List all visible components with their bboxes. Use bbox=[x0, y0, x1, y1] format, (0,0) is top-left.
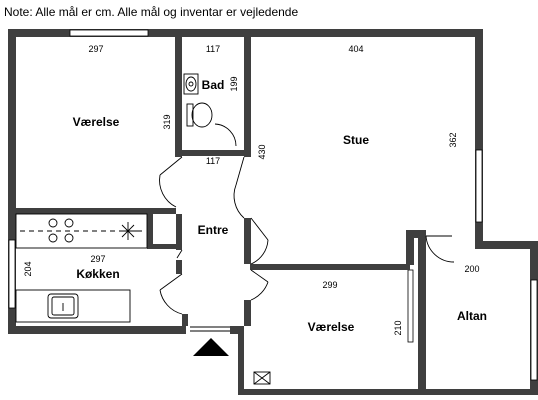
windows bbox=[8, 29, 538, 381]
plan-note: Note: Alle mål er cm. Alle mål og invent… bbox=[4, 5, 299, 19]
dim-stue-height-left: 430 bbox=[257, 144, 267, 159]
dim-vaerelse-1-height: 319 bbox=[162, 114, 172, 129]
dim-bad-height: 199 bbox=[229, 76, 239, 91]
room-label-vaerelse-1: Værelse bbox=[73, 115, 120, 129]
dim-stue-height-right: 362 bbox=[448, 132, 458, 147]
doors bbox=[159, 156, 455, 385]
room-label-stue: Stue bbox=[343, 133, 369, 147]
bathroom-fixtures bbox=[183, 73, 237, 147]
dim-vaerelse-2-width: 299 bbox=[322, 280, 337, 290]
room-label-vaerelse-2: Værelse bbox=[308, 320, 355, 334]
dim-vaerelse-1-width: 297 bbox=[88, 44, 103, 54]
room-label-bad: Bad bbox=[202, 78, 225, 92]
dim-bad-width-bottom: 117 bbox=[206, 156, 220, 166]
interior-walls bbox=[16, 37, 410, 326]
dim-kokken-height: 204 bbox=[23, 261, 33, 276]
kitchen-fixtures bbox=[15, 213, 148, 323]
entrance-arrow-icon bbox=[193, 338, 229, 356]
room-label-kokken: Køkken bbox=[76, 267, 119, 281]
dim-stue-width: 404 bbox=[348, 44, 363, 54]
room-label-altan: Altan bbox=[457, 309, 487, 323]
dim-kokken-width: 297 bbox=[90, 254, 105, 264]
dim-bad-width-top: 117 bbox=[206, 44, 220, 54]
room-label-entre: Entre bbox=[198, 223, 229, 237]
dim-altan-width: 200 bbox=[464, 264, 479, 274]
dim-vaerelse-2-height: 210 bbox=[393, 320, 403, 335]
